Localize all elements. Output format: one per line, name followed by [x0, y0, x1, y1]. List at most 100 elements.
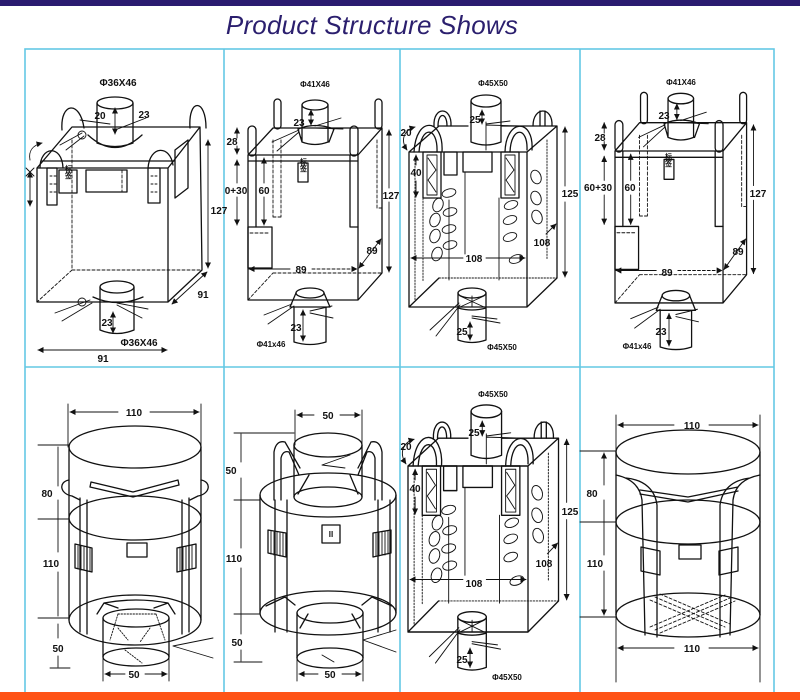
top-spout [293, 444, 363, 498]
spout-height-label: 25 [468, 428, 480, 439]
side-label [718, 546, 739, 576]
panel-2-pocket-bag: 标签 Φ41X46 23 28 0+30 60 127 89 89 23 Φ41… [225, 80, 400, 349]
body-straps [274, 499, 391, 633]
depth-dimension [171, 271, 208, 305]
strap-length-label: 0+30 [225, 186, 248, 197]
bottom-spout [102, 617, 170, 658]
label-pocket [126, 542, 148, 558]
bottom-spout-height-label: 25 [456, 655, 468, 666]
tie-knot [77, 130, 87, 140]
width-label: 108 [466, 579, 483, 590]
label-pocket-text: 标签 [299, 157, 308, 173]
side-label [267, 529, 287, 558]
document-pocket [85, 169, 128, 193]
bottom-spout-label: Φ36X46 [120, 338, 158, 349]
body-bottom [68, 594, 202, 646]
extension-lines [615, 414, 761, 683]
header-bar [0, 0, 800, 6]
bottom-spout [92, 286, 144, 335]
bottom-spout [296, 612, 364, 659]
spout-height-label: 23 [293, 118, 305, 129]
depth-label: 108 [534, 238, 551, 249]
side-label-hatch [77, 545, 91, 572]
spout-inner-lines [109, 613, 166, 664]
lifting-straps [615, 474, 761, 638]
panel-4-pocket-bag: 标签 Φ41X46 23 28 60+30 60 127 89 89 23 Φ4… [584, 78, 767, 351]
label-pocket-text: 标签 [64, 164, 73, 180]
spout-tie [321, 454, 351, 469]
sleeve-length-label: 40 [409, 484, 421, 495]
top-diameter-label: 110 [684, 421, 701, 432]
extension-lines [67, 403, 202, 682]
page-title: Product Structure Shows [225, 10, 519, 40]
height-label: 127 [211, 206, 228, 217]
panel-1-four-loop-bag: 标签 Φ36X46 20 23 127 91 23 Φ36X46 91 [25, 78, 228, 365]
bottom-spout-outlet [296, 647, 364, 669]
body-height-label: 110 [587, 559, 604, 570]
height-label: 125 [562, 507, 579, 518]
hidden-edges [36, 139, 203, 303]
top-spout-rim [96, 96, 134, 110]
spout-inner-line [321, 654, 335, 663]
tie-band [639, 486, 739, 503]
skirt-height-label: 80 [586, 489, 598, 500]
tie-knot [77, 297, 87, 307]
bottom-spout-diameter-label: 50 [324, 670, 336, 681]
bottom-spout-label: Φ45X50 [487, 343, 517, 352]
loop-height-label: 20 [400, 128, 412, 139]
top-spout-label: Φ36X46 [99, 78, 137, 89]
top-spout-height-label: 50 [225, 466, 237, 477]
bottom-diameter-label: 110 [684, 644, 701, 655]
bottom-spout-diameter-label: 50 [128, 670, 140, 681]
extension-lines [294, 409, 364, 682]
height-ticks [579, 450, 617, 618]
height-ticks [233, 432, 295, 663]
top-spout-label: Φ41X46 [666, 78, 696, 87]
side-label-hatch [179, 544, 193, 572]
height-label: 127 [750, 189, 767, 200]
bottom-baffle-lines [649, 593, 736, 634]
bottom-spout-outlet [102, 647, 170, 667]
lifting-loops [273, 441, 383, 501]
top-cone-lines [297, 474, 359, 495]
loop-strap [46, 167, 58, 206]
body-height-label: 110 [226, 554, 243, 565]
width-label: 89 [661, 268, 673, 279]
panel-6-round-spout-bag: II 50 50 110 50 50 [225, 409, 397, 682]
bag-drawing [237, 99, 389, 345]
label-pocket-text: II [329, 530, 333, 539]
skirt-flaps [61, 479, 209, 501]
panel-grid [24, 48, 775, 700]
depth-label: 89 [366, 246, 378, 257]
width-label: 91 [97, 354, 109, 365]
side-label [74, 543, 93, 573]
spout-skirt-label: 20 [94, 111, 106, 122]
top-spout-rim [293, 432, 363, 458]
top-spout-base [293, 486, 363, 508]
body-sides [615, 451, 761, 616]
loop-height-label: 28 [226, 137, 238, 148]
strap-stitching [49, 175, 158, 193]
bottom-spout-rim [99, 280, 135, 294]
body-bottom [615, 592, 761, 638]
panel-3-sleeve-loop-bag: Φ45X50 25 20 40 125 108 108 25 Φ45X50 [400, 79, 578, 352]
cross-mark [25, 167, 35, 177]
lifting-loops [39, 105, 207, 169]
width-label: 108 [466, 254, 483, 265]
height-label: 125 [562, 189, 579, 200]
spout-ties [362, 629, 397, 653]
bag-drawing [402, 405, 566, 670]
spout-height-label: 23 [138, 110, 150, 121]
bottom-spout-height-label: 25 [456, 327, 468, 338]
bottom-spout-ties [54, 299, 149, 322]
discharge-hopper [96, 599, 176, 615]
side-label-hatch [375, 530, 389, 557]
label-pocket-text: 标签 [664, 152, 673, 168]
panel-7-sleeve-loop-bag: Φ45X50 25 20 40 125 108 108 25 Φ45X50 [400, 390, 578, 682]
bottom-spout-height-label: 23 [290, 323, 302, 334]
loop-strap [147, 167, 161, 204]
loop-dimension-arrow [29, 141, 43, 161]
body-top [615, 499, 761, 545]
skirt-height-label: 80 [41, 489, 53, 500]
bottom-spout-label: Φ41x46 [257, 340, 286, 349]
